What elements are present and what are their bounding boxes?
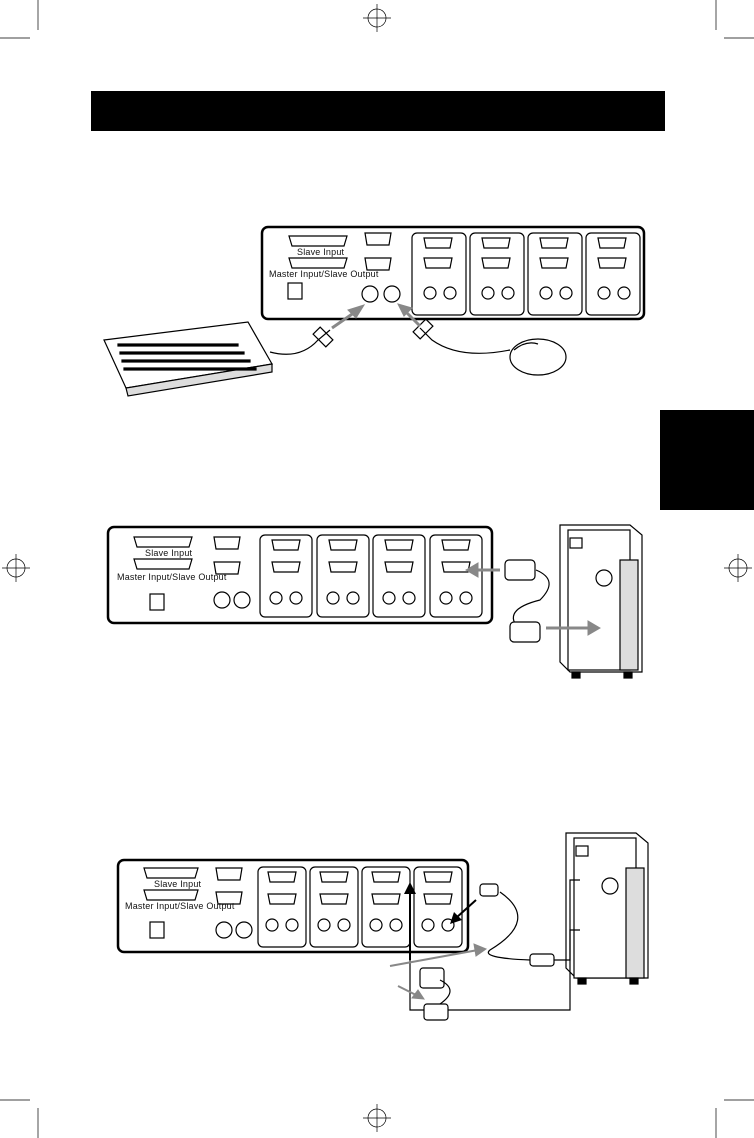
label-master-output: Master Input/Slave Output <box>269 269 379 279</box>
label-slave-input: Slave Input <box>297 247 345 257</box>
insert-arrow-icon <box>331 303 422 330</box>
insert-arrow-icon <box>404 882 477 960</box>
kvm-back-panel <box>260 225 646 321</box>
insert-arrow-icon <box>465 562 601 636</box>
ps2-port-icon <box>361 285 379 303</box>
db25-port <box>288 235 348 247</box>
vga-port-icon <box>364 232 392 246</box>
label-slave-input-3: Slave Input <box>154 879 202 889</box>
pc-tower-icon <box>565 832 649 985</box>
ps2-port-icon <box>383 285 401 303</box>
label-master-output-2: Master Input/Slave Output <box>117 572 227 582</box>
label-slave-input-2: Slave Input <box>145 548 193 558</box>
header-bar <box>91 91 665 131</box>
section-side-tab <box>660 410 754 510</box>
label-master-output-3: Master Input/Slave Output <box>125 901 235 911</box>
pc-tower-icon <box>559 524 643 679</box>
db25-port <box>288 257 348 269</box>
keyboard-icon <box>103 321 273 397</box>
kvm-back-panel <box>106 525 494 625</box>
mouse-icon <box>509 338 567 376</box>
registration-mark-icon <box>363 4 391 32</box>
